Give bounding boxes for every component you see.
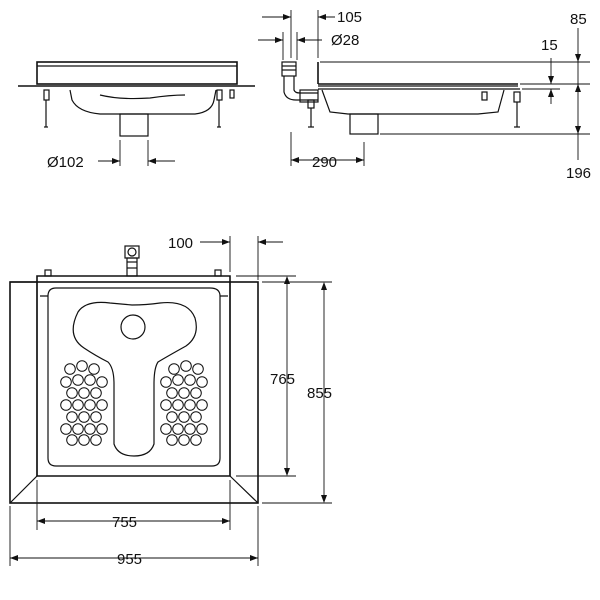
front-view-outlet: [119, 113, 149, 137]
plan-view-right-grip-pads: [160, 360, 208, 446]
dim-side-196-label: 196: [566, 165, 591, 182]
dim-plan-765-label: 765: [270, 371, 295, 388]
plan-view-drain-hole: [120, 314, 146, 340]
dim-side-dia28: Ø28: [258, 32, 359, 60]
plan-view-outer-tray: [9, 281, 259, 504]
side-view-outlet: [349, 113, 379, 135]
dim-plan-855-label: 855: [307, 385, 332, 402]
dim-front-dia102-label: Ø102: [47, 154, 84, 171]
dim-side-85-label: 85: [570, 11, 587, 28]
dim-front-dia102: Ø102: [47, 140, 175, 171]
front-view-legs: [43, 89, 235, 128]
dim-plan-100-label: 100: [168, 235, 193, 252]
plan-view-inner-rim: [36, 275, 231, 477]
dim-plan-955: 955: [9, 506, 259, 568]
dim-side-105-label: 105: [337, 9, 362, 26]
dim-plan-755: 755: [36, 480, 231, 531]
dim-plan-765: 765: [236, 275, 296, 477]
plan-view: 100 765 855 755: [9, 235, 332, 568]
front-view-frame: [36, 61, 238, 85]
dim-plan-755-label: 755: [112, 514, 137, 531]
dim-side-dia28-label: Ø28: [331, 32, 359, 49]
dim-side-196: 196: [380, 62, 591, 182]
dim-side-15-label: 15: [541, 37, 558, 54]
front-view-basin: [69, 89, 217, 115]
dim-side-105: 105: [262, 9, 362, 58]
dim-plan-855: 855: [262, 281, 332, 504]
dim-side-290: 290: [290, 132, 365, 171]
plan-view-drain-connector: [124, 245, 140, 277]
plan-view-tab-left: [44, 269, 52, 277]
dim-plan-955-label: 955: [117, 551, 142, 568]
plan-view-left-grip-pads: [60, 360, 108, 446]
dim-side-15: 15: [522, 37, 560, 104]
front-view: Ø102: [18, 61, 255, 171]
plan-view-foot-rest: [72, 301, 197, 457]
plan-view-pan: [47, 287, 221, 467]
dim-plan-100: 100: [168, 235, 283, 280]
side-view-pan: [321, 89, 505, 115]
side-view: 105 Ø28 290 85: [258, 9, 591, 182]
plan-view-tab-right: [214, 269, 222, 277]
side-view-drain-trap: [281, 61, 319, 103]
dim-side-290-label: 290: [312, 154, 337, 171]
side-view-legs: [307, 91, 521, 128]
